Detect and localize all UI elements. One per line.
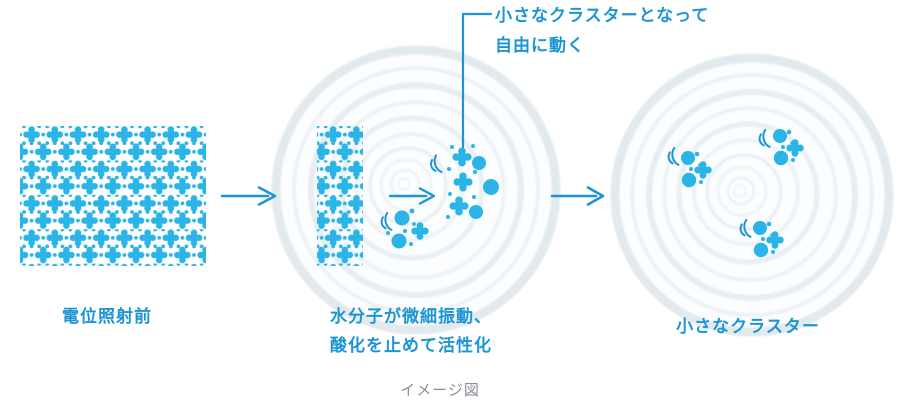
stage-before-label: 電位照射前 — [62, 307, 152, 326]
free-cluster-annotation: 小さなクラスターとなって 自由に動く — [495, 1, 709, 61]
stage-activation-line2: 酸化を止めて活性化 — [330, 336, 492, 355]
image-caption: イメージ図 — [400, 382, 480, 399]
small-water-cluster-icon — [386, 208, 429, 249]
dense-molecule-grid — [20, 126, 206, 266]
stage-cluster-label: 小さなクラスター — [676, 317, 820, 336]
stage-activation-line1: 水分子が微細振動、 — [330, 307, 492, 326]
arrow-right-icon — [388, 187, 436, 205]
narrow-molecule-strip — [317, 126, 363, 266]
arrow-right-icon — [220, 186, 277, 206]
stage-activation-label: 水分子が微細振動、 酸化を止めて活性化 — [330, 302, 492, 360]
water-cluster-chain-icon — [446, 144, 499, 219]
annotation-line1: 小さなクラスターとなって — [495, 6, 710, 25]
arrow-right-icon — [550, 186, 605, 206]
annotation-line2: 自由に動く — [495, 36, 585, 55]
annotation-connector-line — [461, 12, 493, 152]
ripple-field-clustered — [610, 53, 894, 337]
